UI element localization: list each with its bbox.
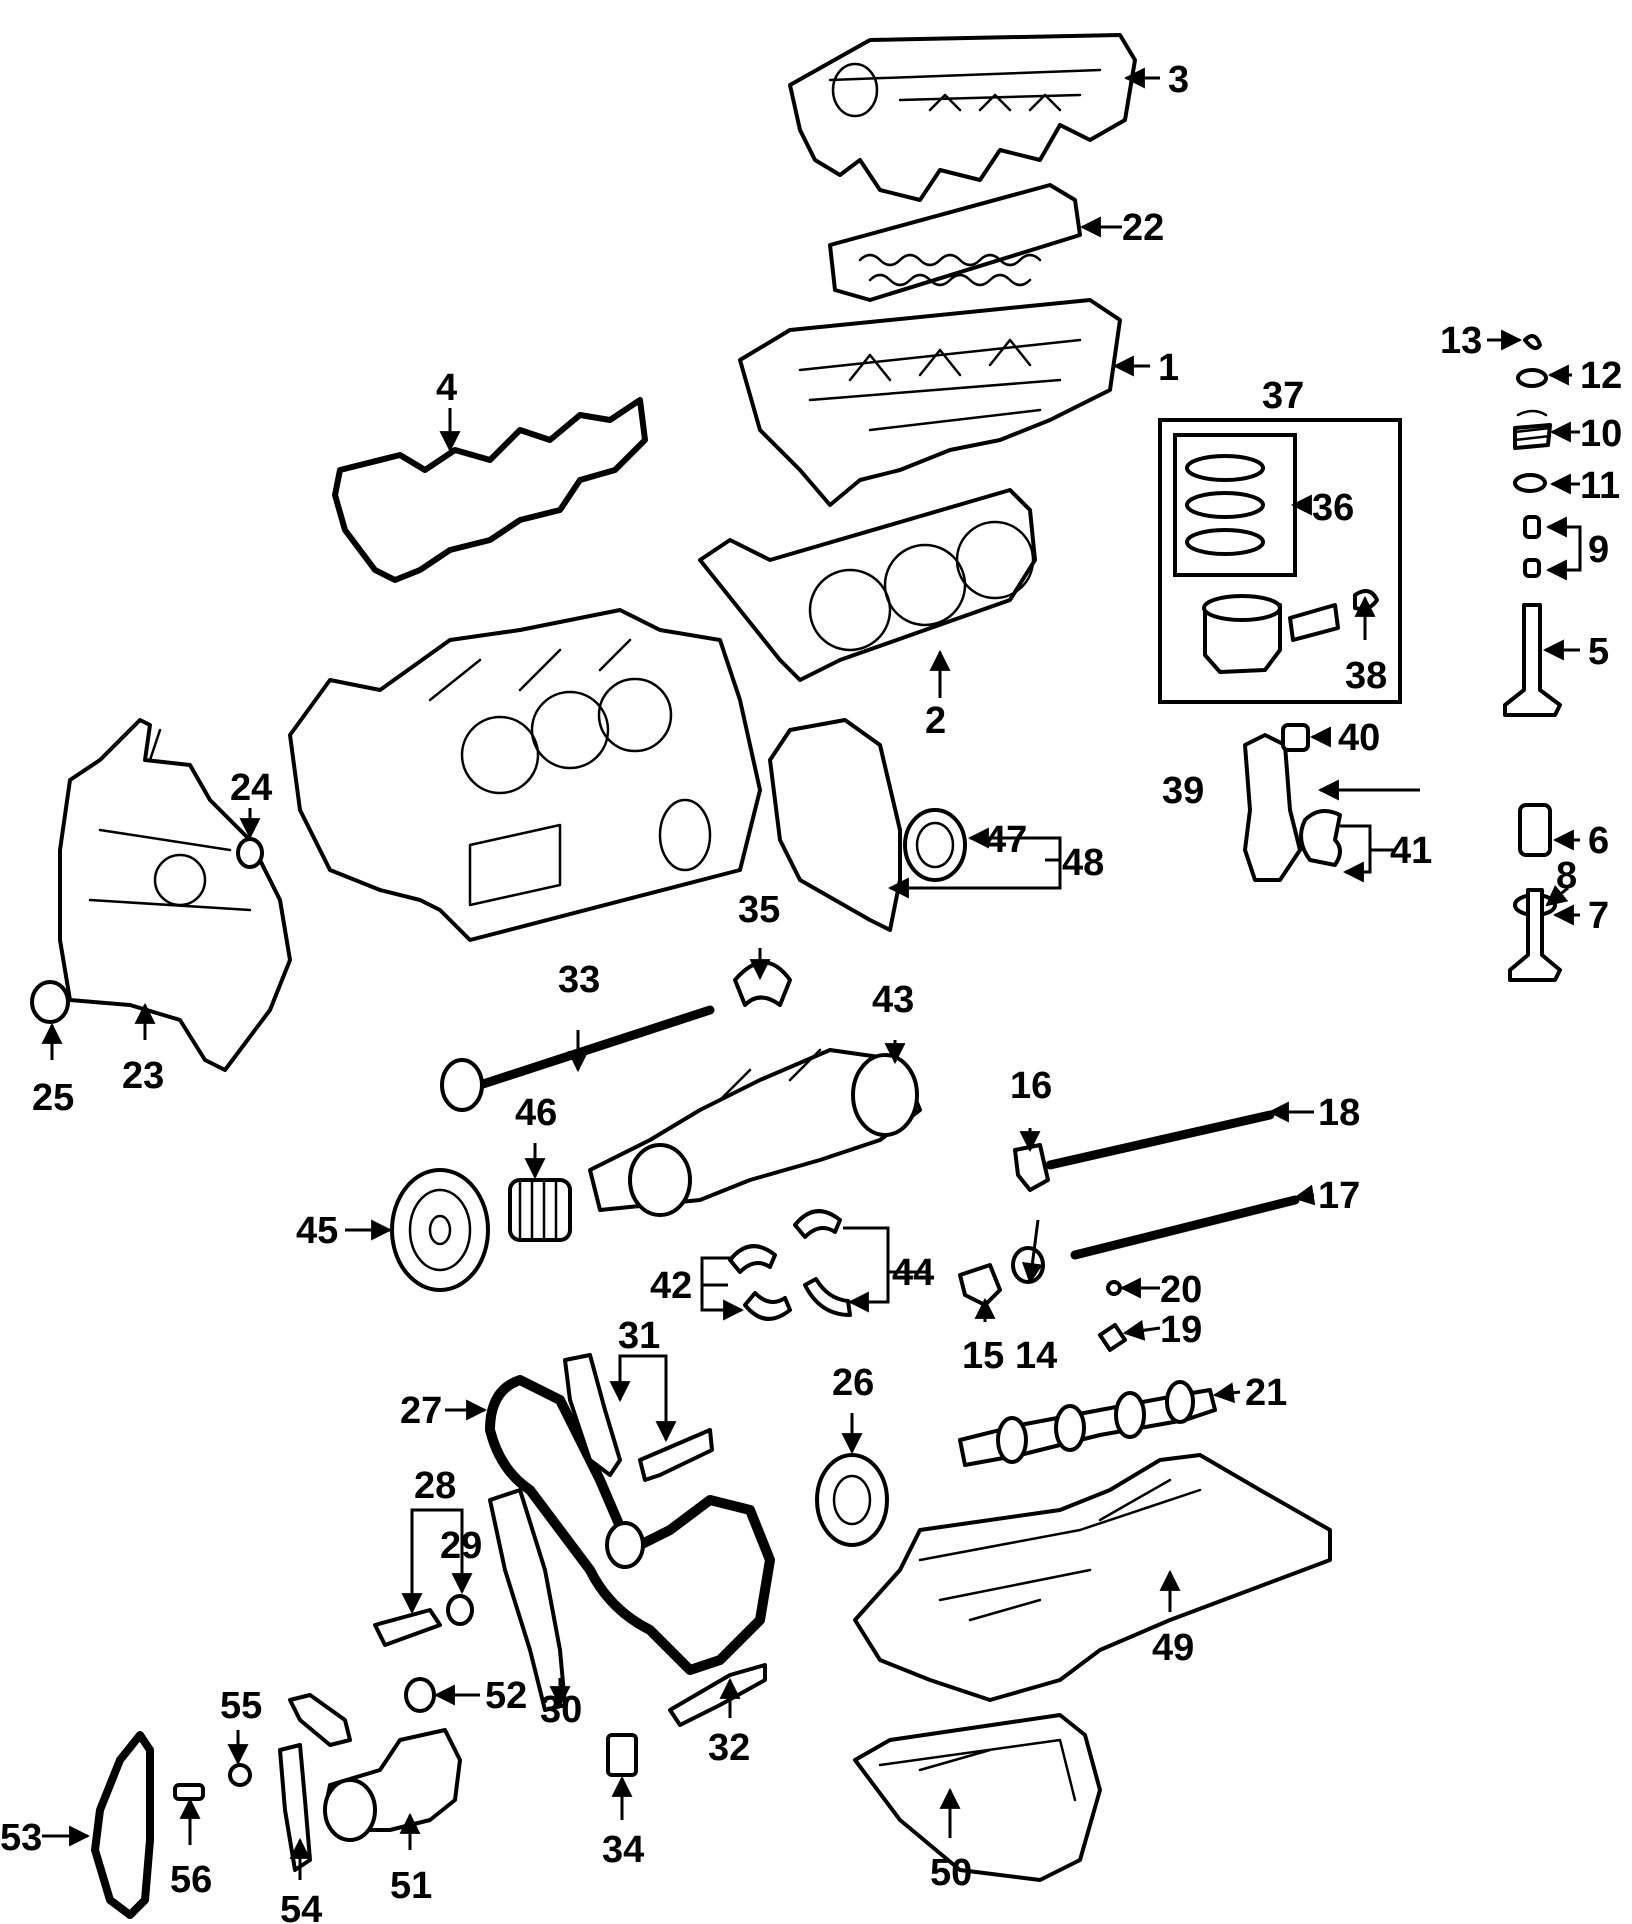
balance-shaft-part	[440, 1005, 715, 1112]
callout-46: 46	[515, 1092, 557, 1134]
callout-22: 22	[1122, 207, 1164, 249]
rocker-shaft-part	[1013, 1110, 1275, 1192]
dowel-pin-part	[173, 1783, 205, 1801]
harmonic-balancer-part	[390, 1168, 490, 1292]
oil-filter-cap-part	[404, 1677, 436, 1713]
callout-50: 50	[930, 1852, 972, 1894]
callout-21: 21	[1245, 1372, 1287, 1414]
callout-45: 45	[296, 1210, 338, 1252]
callout-4: 4	[436, 367, 457, 409]
callout-41: 41	[1390, 830, 1432, 872]
callout-15: 15	[962, 1335, 1004, 1377]
lower-oil-pan-part	[853, 1713, 1102, 1882]
callout-6: 6	[1588, 820, 1609, 862]
callout-18: 18	[1318, 1092, 1360, 1134]
callout-25: 25	[32, 1077, 74, 1119]
callout-28: 28	[414, 1465, 456, 1507]
rocker-arm-part	[958, 1263, 1002, 1307]
callout-32: 32	[708, 1727, 750, 1769]
bearing-shells-part	[728, 1209, 852, 1321]
callout-26: 26	[832, 1362, 874, 1404]
engine-block-part	[288, 608, 762, 942]
rear-cover-part	[768, 718, 967, 932]
connecting-rod-part	[1243, 723, 1342, 882]
callout-33: 33	[558, 959, 600, 1001]
callout-5: 5	[1588, 631, 1609, 673]
crank-seal-part	[30, 980, 70, 1024]
callout-24: 24	[230, 767, 272, 809]
leader-lines	[41, 67, 1582, 1880]
guide-bracket-part	[606, 1733, 638, 1777]
callout-8: 8	[1556, 855, 1577, 897]
small-seal-part	[236, 837, 264, 869]
callout-42: 42	[650, 1265, 692, 1307]
chain-guides-part	[563, 1353, 714, 1482]
small-oring-part	[1106, 1280, 1122, 1296]
callout-43: 43	[872, 979, 914, 1021]
callout-13: 13	[1440, 320, 1482, 362]
callout-55: 55	[220, 1685, 262, 1727]
callout-3: 3	[1168, 59, 1189, 101]
callout-49: 49	[1152, 1627, 1194, 1669]
callout-20: 20	[1160, 1269, 1202, 1311]
lower-chain-guide-part	[668, 1663, 767, 1727]
oil-pump-part	[278, 1693, 462, 1872]
timing-chain-part	[485, 1375, 775, 1675]
callout-40: 40	[1338, 717, 1380, 759]
crankshaft-part	[588, 1048, 922, 1217]
idler-bolt-part	[228, 1763, 252, 1787]
callout-52: 52	[485, 1675, 527, 1717]
callout-19: 19	[1160, 1309, 1202, 1351]
callout-11: 11	[1580, 465, 1620, 507]
callout-1: 1	[1158, 347, 1179, 389]
valve-cover-part	[788, 33, 1137, 202]
callout-48: 48	[1062, 842, 1104, 884]
callout-38: 38	[1345, 655, 1387, 697]
callout-14: 14	[1015, 1335, 1057, 1377]
callout-12: 12	[1580, 355, 1622, 397]
callout-9: 9	[1588, 529, 1609, 571]
callout-23: 23	[122, 1055, 164, 1097]
head-gasket-part	[698, 488, 1037, 682]
chain-tensioner-part	[373, 1594, 474, 1647]
callout-7: 7	[1588, 895, 1609, 937]
callout-2: 2	[925, 700, 946, 742]
lash-adjuster-part	[1098, 1323, 1127, 1352]
camshaft-carrier-part	[828, 183, 1082, 302]
camshaft-part	[958, 1380, 1217, 1467]
callout-37: 37	[1262, 375, 1304, 417]
callout-34: 34	[602, 1829, 644, 1871]
callout-16: 16	[1010, 1065, 1052, 1107]
callout-47: 47	[985, 819, 1027, 861]
rocker-shaft-2-part	[1070, 1195, 1300, 1260]
bearing-cap-part	[733, 960, 792, 1007]
callout-10: 10	[1580, 413, 1622, 455]
valve-train-part	[1503, 334, 1562, 982]
drive-belt-part	[91, 1731, 154, 1919]
callout-29: 29	[440, 1525, 482, 1567]
callout-51: 51	[390, 1865, 432, 1907]
crank-gear-part	[508, 1178, 572, 1242]
piston-kit-box	[1158, 418, 1402, 704]
callout-44: 44	[892, 1252, 934, 1294]
callout-39: 39	[1162, 770, 1204, 812]
callout-36: 36	[1312, 487, 1354, 529]
callout-31: 31	[618, 1315, 660, 1357]
callout-27: 27	[400, 1390, 442, 1432]
rocker-bracket-part	[1011, 1246, 1045, 1284]
callout-17: 17	[1318, 1175, 1360, 1217]
callout-53: 53	[0, 1817, 42, 1859]
callout-56: 56	[170, 1859, 212, 1901]
valve-cover-gasket-part	[332, 397, 648, 583]
callout-54: 54	[280, 1889, 322, 1924]
callout-30: 30	[540, 1689, 582, 1731]
cam-sprocket-part	[815, 1453, 889, 1547]
upper-oil-pan-part	[853, 1453, 1332, 1702]
callout-35: 35	[738, 889, 780, 931]
callout-labels: 1 2 3 4 5 6 7 8 9 10 11 12 13 14 15 16 1…	[0, 59, 1622, 1924]
cylinder-head-part	[738, 298, 1122, 507]
